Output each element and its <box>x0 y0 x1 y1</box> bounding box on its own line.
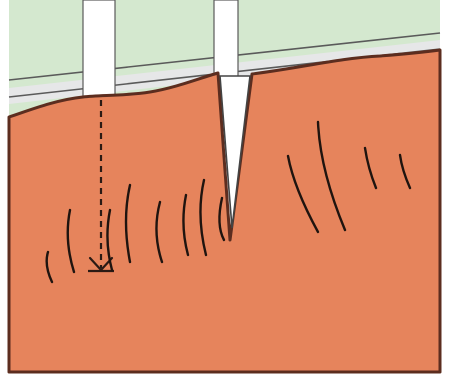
left-post <box>83 0 115 100</box>
